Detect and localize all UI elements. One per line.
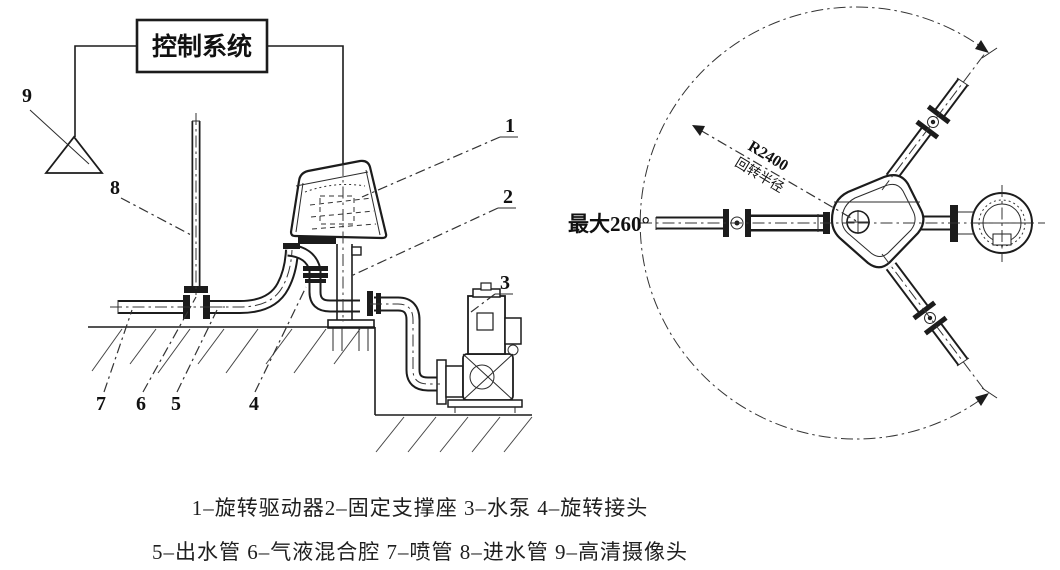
arc-arrow-top: [975, 40, 989, 53]
right-centerlines: [640, 51, 1045, 393]
part-label-7: 7: [96, 393, 106, 415]
rotation-arc: [639, 6, 998, 440]
part-label-8: 8: [110, 177, 120, 199]
radius-arrow: [692, 125, 705, 136]
part-label-4: 4: [249, 393, 259, 415]
left-centerlines: [110, 113, 440, 385]
rotation-center-mark: [846, 210, 870, 234]
arc-arrow-bottom: [975, 393, 989, 406]
caption-line-2: 5–出水管 6–气液混合腔 7–喷管 8–进水管 9–高清摄像头: [152, 540, 688, 564]
water-pump: [436, 282, 523, 413]
camera-icon: [29, 109, 104, 174]
part-label-1: 1: [505, 115, 515, 137]
ground-section: [88, 326, 533, 453]
rotary-driver-housing: [289, 159, 388, 244]
ground-hatching: [91, 328, 533, 453]
part-label-9: 9: [22, 85, 32, 107]
part-label-6: 6: [136, 393, 146, 415]
outlet-pipe: [210, 249, 299, 314]
support-column: [327, 244, 375, 351]
part-leaders: [103, 136, 518, 393]
part-labels: 9 8 1 2 3 7 6 5 4: [22, 85, 515, 415]
radius-leader: [692, 125, 859, 223]
left-technical-drawing: 控制系统 9 8 1 2 3 7 6 5 4: [22, 18, 533, 453]
control-system-label: 控制系统: [152, 32, 252, 61]
part-label-5: 5: [171, 393, 181, 415]
rotary-body-top: [823, 174, 925, 269]
max-rotation-label: 最大260°: [568, 212, 650, 236]
riser-pipe: [287, 243, 360, 313]
control-wires: [74, 45, 344, 164]
pump-suction-pipe: [374, 296, 438, 392]
control-system-box: 控制系统: [135, 18, 269, 74]
caption-line-1: 1–旋转驱动器2–固定支撑座 3–水泵 4–旋转接头: [191, 496, 649, 520]
right-technical-drawing: 最大260° R2400 回转半径: [568, 6, 1045, 440]
part-label-3: 3: [500, 272, 510, 294]
part-label-2: 2: [503, 186, 513, 208]
